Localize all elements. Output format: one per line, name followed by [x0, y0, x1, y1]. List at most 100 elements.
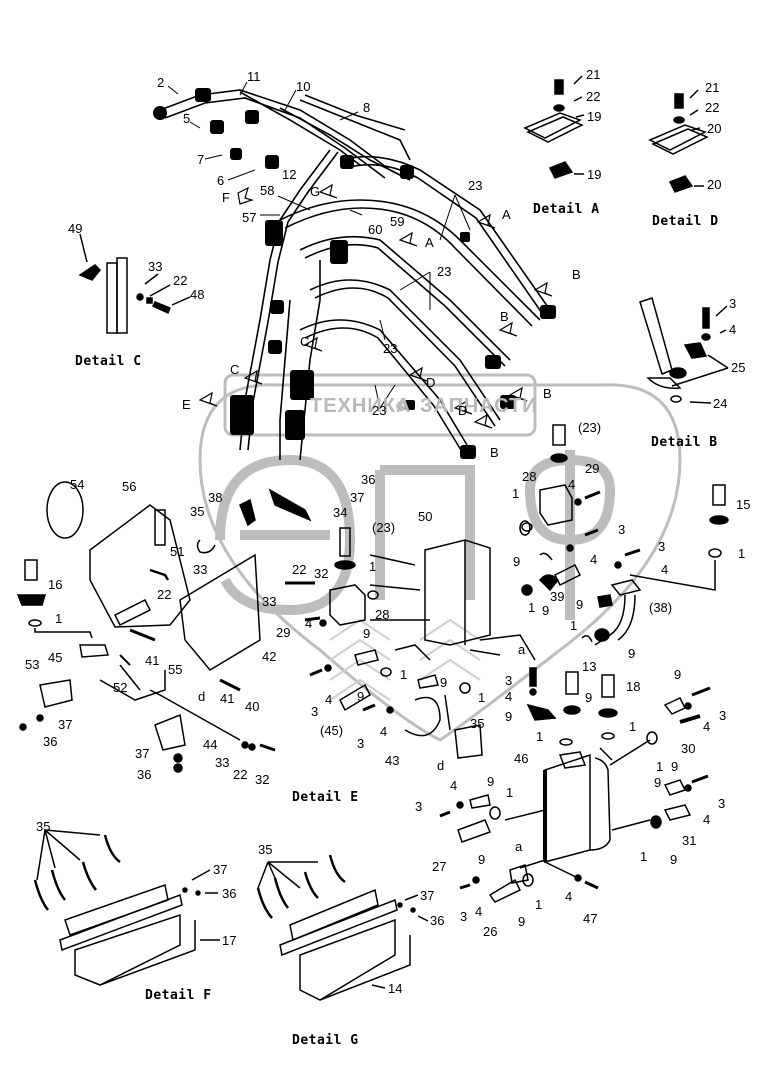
- detail-a-title: Detail A: [533, 202, 600, 217]
- callout-39: 39: [550, 589, 565, 604]
- callout-11: 11: [247, 69, 261, 84]
- callout-22: 22: [157, 587, 172, 602]
- view-marker-c: C: [230, 362, 240, 377]
- detail-b-parts: [639, 297, 729, 404]
- watermark-text-right: ЗАПЧАСТИ: [420, 395, 538, 417]
- callout-28: 28: [375, 607, 390, 622]
- callout-4: 4: [661, 562, 669, 577]
- lower-right-parts: [439, 667, 711, 903]
- callout-20: 20: [707, 177, 722, 192]
- detail-e-left-parts: [16, 481, 312, 773]
- callout-41: 41: [220, 691, 235, 706]
- view-marker-d: D: [426, 375, 436, 390]
- callout-60: 60: [368, 222, 383, 237]
- view-arrow-icon: [498, 321, 518, 337]
- detail-a-parts: [523, 75, 585, 179]
- callout-6: 6: [217, 173, 225, 188]
- callout-9: 9: [670, 852, 678, 867]
- callout-9: 9: [357, 689, 365, 704]
- callout-33: 33: [148, 259, 163, 274]
- callout-9: 9: [478, 852, 486, 867]
- callout-32: 32: [255, 772, 270, 787]
- callout-1: 1: [55, 611, 63, 626]
- callout-33: 33: [193, 562, 208, 577]
- callout-4: 4: [505, 689, 513, 704]
- detail-e-right-parts: [521, 424, 729, 646]
- callout-3: 3: [357, 736, 365, 751]
- callout-9: 9: [542, 603, 550, 618]
- callout-4: 4: [325, 692, 333, 707]
- callout-21: 21: [705, 80, 720, 95]
- detail-f-parts: [33, 829, 220, 986]
- callout-38-ref: (38): [649, 600, 673, 615]
- callout-4: 4: [729, 322, 737, 337]
- callout-1: 1: [738, 546, 746, 561]
- callout-1: 1: [478, 690, 486, 705]
- callout-22: 22: [586, 89, 601, 104]
- callout-4: 4: [703, 812, 711, 827]
- watermark-chevrons: [329, 618, 481, 701]
- callout-1: 1: [535, 897, 543, 912]
- callout-25: 25: [731, 360, 746, 375]
- callout-1: 1: [570, 618, 578, 633]
- callout-34: 34: [333, 505, 348, 520]
- detail-c-title: Detail C: [75, 354, 142, 369]
- callout-12: 12: [282, 167, 297, 182]
- callout-9: 9: [518, 914, 526, 929]
- leader-lines: [167, 81, 471, 409]
- watermark-letter-e: [215, 454, 356, 616]
- callout-20: 20: [707, 121, 722, 136]
- view-marker-b: B: [500, 309, 509, 324]
- callout-23-ref: (23): [372, 520, 396, 535]
- callout-14: 14: [388, 981, 403, 996]
- callout-26: 26: [483, 924, 498, 939]
- watermark-text-left: ТЕХНИКА: [310, 395, 412, 417]
- callout-44: 44: [203, 737, 218, 752]
- callout-22: 22: [705, 100, 720, 115]
- callout-9: 9: [576, 597, 584, 612]
- callout-59: 59: [390, 214, 405, 229]
- callout-16: 16: [48, 577, 63, 592]
- callout-57: 57: [242, 210, 257, 225]
- callout-10: 10: [296, 79, 311, 94]
- callout-4: 4: [305, 616, 313, 631]
- view-arrow-icon: [398, 231, 418, 247]
- callout-9: 9: [487, 774, 495, 789]
- callout-7: 7: [197, 152, 205, 167]
- callout-36: 36: [361, 472, 376, 487]
- callout-45: 45: [48, 650, 63, 665]
- view-arrow-icon: [408, 366, 428, 382]
- callout-42: 42: [262, 649, 277, 664]
- callout-43: 43: [385, 753, 400, 768]
- callout-19: 19: [587, 109, 602, 124]
- callout-1: 1: [400, 667, 408, 682]
- callout-51: 51: [170, 544, 185, 559]
- callout-1: 1: [640, 849, 648, 864]
- callout-1: 1: [369, 559, 377, 574]
- view-marker-d: D: [458, 403, 468, 418]
- callout-9: 9: [440, 675, 448, 690]
- callout-13: 13: [582, 659, 597, 674]
- hose-fittings: [153, 88, 556, 459]
- detail-g-parts: [256, 854, 429, 1001]
- callout-30: 30: [681, 741, 696, 756]
- view-marker-a-lower: a: [518, 642, 526, 657]
- callout-36: 36: [222, 886, 237, 901]
- callout-9: 9: [674, 667, 682, 682]
- callout-35: 35: [258, 842, 273, 857]
- view-marker-b: B: [572, 267, 581, 282]
- detail-f-title: Detail F: [145, 988, 212, 1003]
- callout-1: 1: [528, 600, 536, 615]
- callout-4: 4: [475, 904, 483, 919]
- callout-22: 22: [233, 767, 248, 782]
- callout-31: 31: [682, 833, 697, 848]
- callout-52: 52: [113, 680, 128, 695]
- callout-36: 36: [43, 734, 58, 749]
- callout-3: 3: [618, 522, 626, 537]
- callout-1: 1: [506, 785, 514, 800]
- callout-9: 9: [671, 759, 679, 774]
- detail-e-title: Detail E: [292, 790, 359, 805]
- callout-53: 53: [25, 657, 40, 672]
- callout-3: 3: [311, 704, 319, 719]
